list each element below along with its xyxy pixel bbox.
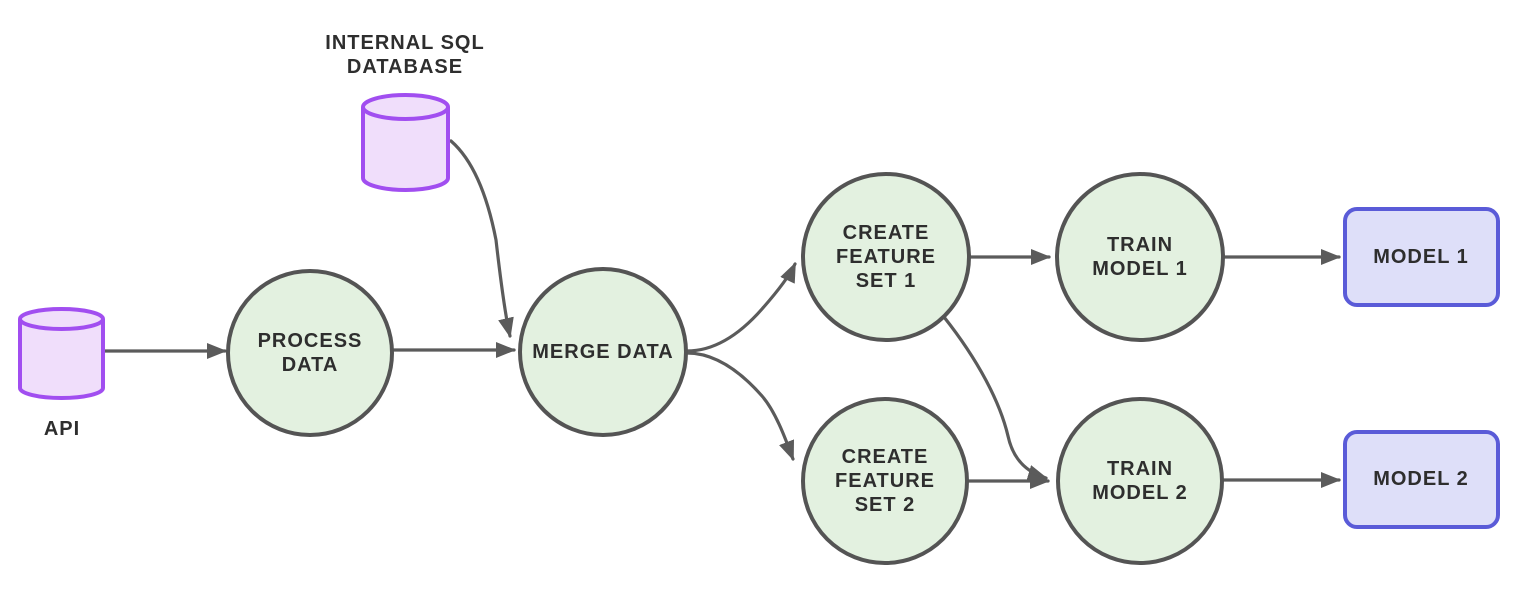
node-merge-data[interactable] [518, 267, 688, 437]
api-cylinder-top[interactable] [18, 307, 105, 331]
node-model-2[interactable] [1343, 430, 1500, 529]
node-process-data[interactable] [226, 269, 394, 437]
node-create-feature-set-2[interactable] [801, 397, 969, 565]
edge-create-feature-set-1-to-train-model-2[interactable] [942, 315, 1048, 481]
edge-internal-sql-database-to-merge-data[interactable] [449, 139, 514, 338]
sql-cylinder-top[interactable] [361, 93, 450, 121]
node-model-1[interactable] [1343, 207, 1500, 307]
node-api[interactable] [18, 307, 105, 400]
node-create-feature-set-1[interactable] [801, 172, 971, 342]
sql-cylinder-body[interactable] [361, 107, 450, 192]
node-train-model-2[interactable] [1056, 397, 1224, 565]
node-internal-sql-database[interactable] [361, 93, 450, 192]
edge-merge-data-to-create-feature-set-2[interactable] [685, 351, 795, 461]
edge-merge-data-to-create-feature-set-1[interactable] [685, 262, 797, 353]
api-cylinder-body[interactable] [18, 319, 105, 400]
node-train-model-1[interactable] [1055, 172, 1225, 342]
